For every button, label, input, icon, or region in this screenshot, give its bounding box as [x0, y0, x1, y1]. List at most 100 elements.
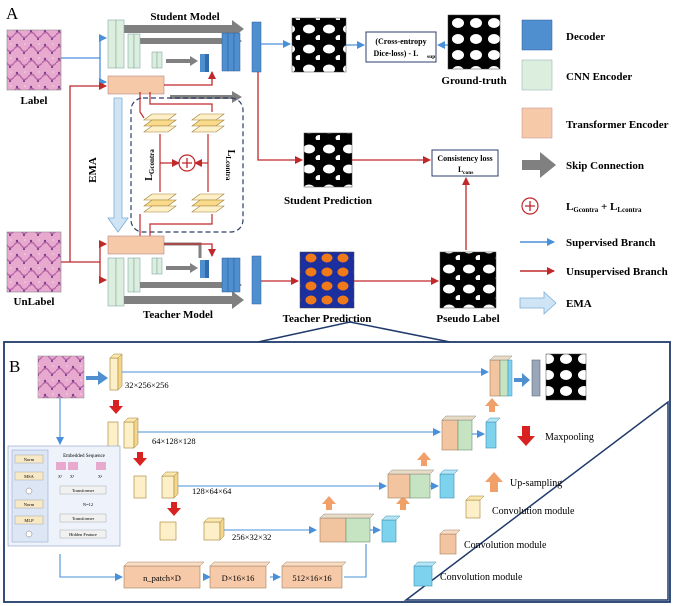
legend-decoder-swatch: [521, 19, 553, 51]
legend-conv-yellow: [465, 499, 481, 519]
legend-ema: EMA: [566, 298, 592, 310]
output-conv: [531, 359, 541, 397]
student-output-mask: [291, 17, 347, 73]
dim-label-3: 128×64×64: [192, 486, 232, 496]
feature-stack-tl: [143, 113, 177, 133]
ema-arrow: [107, 97, 129, 233]
teacher-prediction-image: [299, 251, 355, 309]
ground-truth-caption: Ground-truth: [441, 75, 506, 87]
student-decoder: [221, 21, 262, 73]
legend-upsampling: Up-sampling: [510, 478, 562, 489]
feature-stack-br: [191, 193, 225, 213]
label-image-caption: Label: [21, 95, 48, 107]
legend-skip-connection: Skip Connection: [566, 160, 644, 172]
inset-embedded: Embedded Sequence: [63, 454, 106, 459]
legend-ema-arrow: [519, 291, 557, 315]
legend-conv-1: Convolution module: [492, 506, 575, 517]
dec3-block: [387, 469, 459, 499]
panel-b: B 32×256×256 64×128×128 128×64×64 256×3: [7, 353, 669, 601]
feature-stack-tr: [191, 113, 225, 133]
legend-upsample-icon: [485, 472, 503, 492]
dim-label-1: 32×256×256: [125, 380, 169, 390]
legend-supervised: Supervised Branch: [566, 237, 656, 249]
panel-a: A Label UnLabel Student Model: [6, 4, 507, 325]
dec4-block: [319, 513, 401, 543]
panel-a-letter: A: [6, 4, 19, 23]
pseudo-label-caption: Pseudo Label: [436, 313, 499, 325]
enc1-conv: [109, 357, 119, 391]
panel-b-letter: B: [9, 357, 20, 376]
ground-truth-image: [447, 14, 501, 70]
student-prediction-image: [303, 132, 353, 188]
legend-decoder: Decoder: [566, 31, 605, 43]
teacher-decoder: [221, 255, 262, 305]
consistency-loss-box: [431, 149, 499, 177]
inset-transformer-1: Transformer: [72, 488, 95, 493]
inset-hidden: Hidden Feature: [69, 532, 97, 537]
inset-x1: X¹: [58, 474, 63, 479]
legend-unsupervised: Unsupervised Branch: [566, 266, 668, 278]
inset-mlp: MLP: [24, 518, 34, 523]
inset-msa: MSA: [24, 474, 35, 479]
inset-xn: Xⁿ: [98, 474, 103, 479]
bottleneck-label-3: 512×16×16: [292, 573, 331, 583]
legend-conv-3: Convolution module: [440, 572, 523, 583]
bottleneck-label-1: n_patch×D: [143, 573, 181, 583]
bottleneck-label-2: D×16×16: [222, 573, 255, 583]
enc4-conv: [203, 521, 221, 541]
teacher-model-title: Teacher Model: [143, 309, 213, 321]
inset-n: N=12: [83, 502, 93, 507]
inset-norm-2: Norm: [24, 502, 35, 507]
teacher-transformer-encoder: [107, 235, 165, 255]
legend-transformer-swatch: [521, 107, 553, 139]
supervised-loss-line2: Dice-loss) - L: [374, 49, 419, 58]
legend-transformer-encoder: Transformer Encoder: [566, 119, 669, 131]
legend-conv-peach: [439, 533, 457, 555]
teacher-skip-arrow: [124, 291, 244, 309]
legend-conv-2: Convolution module: [464, 540, 547, 551]
legend-skip-arrow-icon: [522, 152, 556, 178]
maxpool-arrow-1: [109, 400, 123, 414]
pseudo-label-image: [439, 251, 497, 309]
student-skip-arrow-1: [124, 20, 244, 38]
student-skip-arrow-2: [140, 35, 242, 47]
l-lcontra-label: LLcontra: [224, 150, 236, 181]
student-transformer-encoder: [107, 75, 165, 95]
panel-b-output-mask: [545, 353, 587, 401]
dec1-block: [489, 355, 513, 397]
legend-cnn-swatch: [521, 59, 553, 91]
unlabel-image: [6, 231, 62, 293]
upsample-arrow-4: [322, 496, 336, 510]
dim-label-4: 256×32×32: [232, 532, 271, 542]
teacher-cnn-encoder: [107, 257, 163, 307]
dim-label-2: 64×128×128: [152, 436, 196, 446]
supervised-loss-box: [365, 31, 437, 63]
unlabel-image-caption: UnLabel: [14, 296, 55, 308]
panel-b-input-image: [37, 355, 85, 399]
label-image: [6, 29, 62, 91]
l-gcontra-label: LGcontra: [144, 149, 156, 181]
consistency-loss-line1: Consistency loss: [437, 154, 492, 163]
teacher-decoder-small: [200, 260, 205, 278]
student-prediction-caption: Student Prediction: [284, 195, 372, 207]
ema-vertical-label: EMA: [87, 157, 99, 183]
contrastive-dashed-box: [130, 97, 244, 233]
dec2-block: [441, 415, 501, 451]
panel-b-legend-triangle: [403, 400, 669, 601]
supervised-loss-line1: (Cross-entropy: [375, 37, 426, 46]
consistency-loss-main: L: [458, 165, 463, 174]
supervised-loss-sub: sup: [427, 54, 435, 60]
legend-maxpool-icon: [517, 426, 535, 446]
legend: Decoder CNN Encoder Transformer Encoder …: [519, 19, 669, 315]
inset-transformer-2: Transformer: [72, 516, 95, 521]
student-cnn-encoder: [107, 19, 163, 69]
legend-conv-cyan: [413, 565, 433, 587]
feature-stack-bl: [143, 193, 177, 213]
inset-x2: X²: [70, 474, 75, 479]
student-model-title: Student Model: [150, 11, 219, 23]
legend-sum-label: LGcontra + LLcontra: [566, 201, 642, 214]
consistency-loss-sub: cons: [463, 170, 473, 176]
legend-cnn-encoder: CNN Encoder: [566, 71, 632, 83]
legend-maxpooling: Maxpooling: [545, 432, 594, 443]
